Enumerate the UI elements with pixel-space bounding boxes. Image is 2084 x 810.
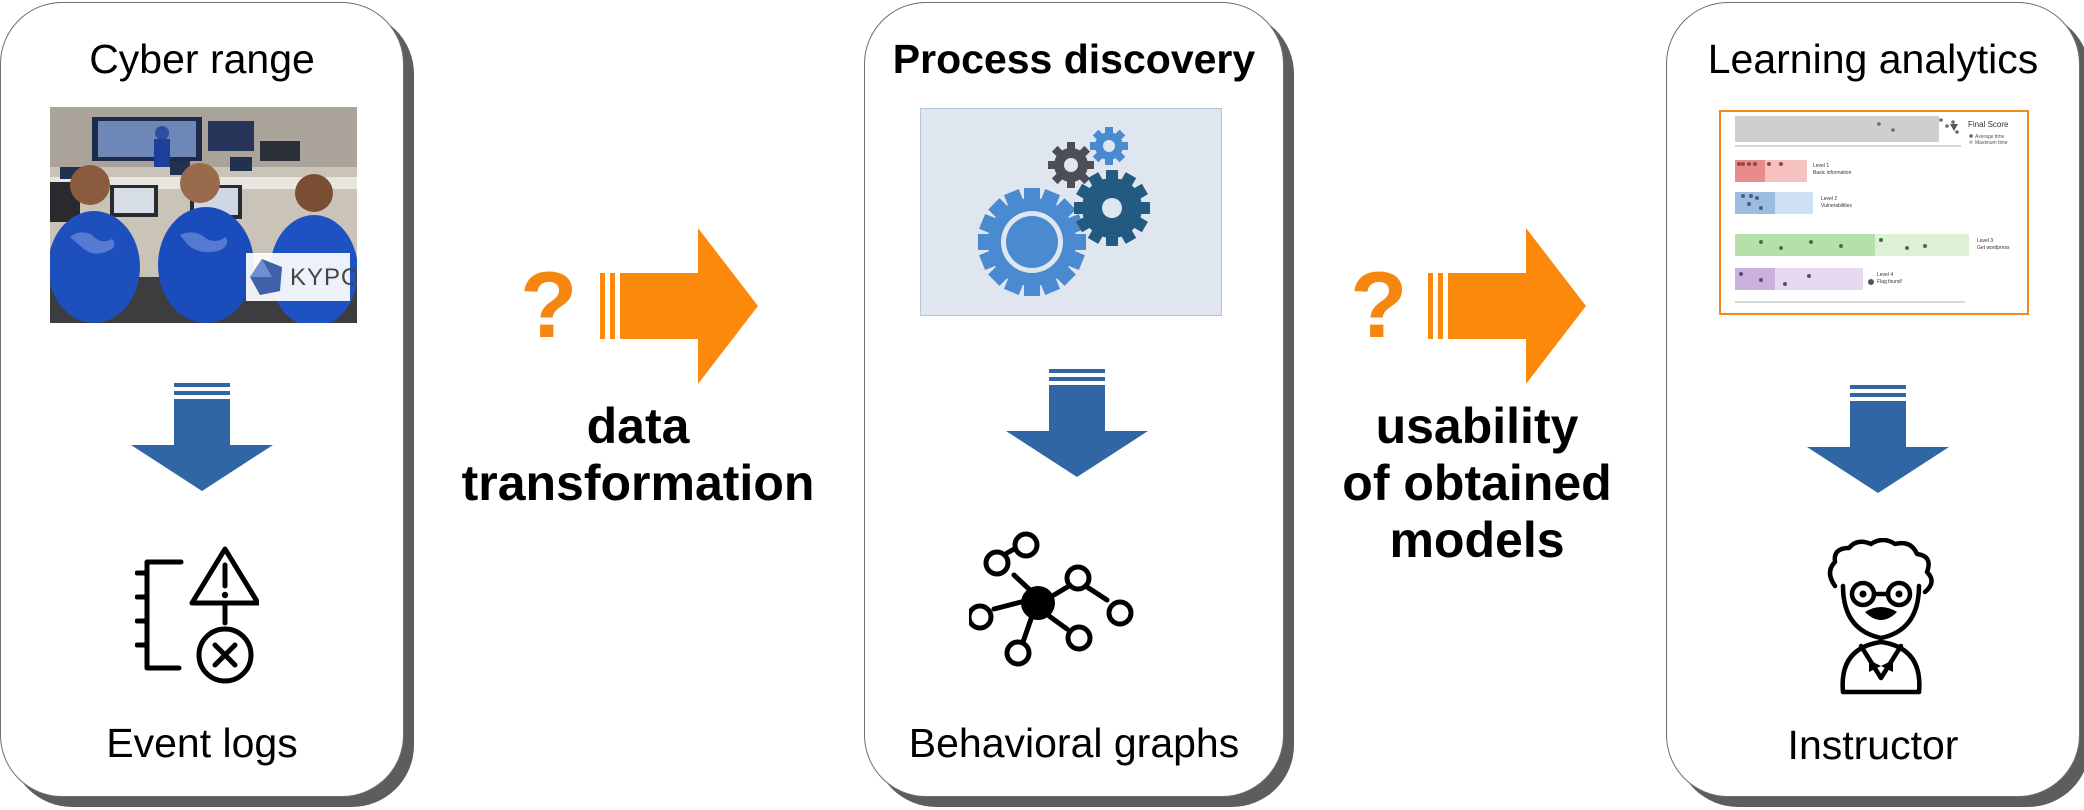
- legend-maximum-time: Maximum time: [1975, 140, 2008, 146]
- right-arrow-icon-2: [1428, 228, 1586, 384]
- learning-analytics-panel: Learning analytics Final Score Average t…: [1666, 2, 2080, 797]
- level-1-name: Level 1: [1813, 163, 1829, 169]
- usability-line-2: of obtained: [1342, 455, 1612, 511]
- network-graph-icon: [969, 531, 1134, 667]
- cyber-range-panel: Cyber range: [0, 2, 404, 797]
- usability-label: usability of obtained models: [1300, 398, 1654, 569]
- data-transformation-line-1: data: [586, 398, 690, 454]
- level-4-subtitle: Flag found!: [1877, 279, 1902, 285]
- level-3-name: Level 3: [1977, 238, 1993, 244]
- usability-line-1: usability: [1375, 398, 1579, 454]
- right-arrow-icon-1: [600, 228, 758, 384]
- data-transformation-line-2: transformation: [461, 455, 815, 511]
- cyber-range-title: Cyber range: [89, 36, 315, 82]
- professor-icon: [1827, 538, 1934, 695]
- behavioral-graphs-label: Behavioral graphs: [908, 720, 1240, 766]
- usability-line-3: models: [1389, 512, 1565, 568]
- process-discovery-title: Process discovery: [892, 36, 1256, 82]
- level-3-subtitle: Get wordpress: [1977, 245, 2010, 251]
- down-arrow-icon: [1006, 369, 1148, 477]
- question-mark-2: ?: [1350, 252, 1408, 357]
- large-gear-icon: [978, 188, 1086, 296]
- kypo-badge-text: KYPO: [290, 264, 357, 291]
- level-1-subtitle: Basic information: [1813, 170, 1852, 176]
- level-2-subtitle: Vulnerabilities: [1821, 203, 1852, 209]
- small-grey-gear-icon: [1048, 142, 1094, 188]
- level-4-name: Level 4: [1877, 272, 1893, 278]
- small-blue-gear-icon: [1090, 127, 1128, 165]
- timeline-chart: Final Score Average time Maximum time Le…: [1735, 116, 2010, 303]
- gears-icon: [920, 108, 1222, 316]
- event-logs-label: Event logs: [106, 720, 298, 766]
- final-score-title: Final Score: [1968, 120, 2009, 129]
- dark-gear-icon: [1074, 170, 1150, 246]
- question-mark-1: ?: [520, 252, 578, 357]
- legend-average-time: Average time: [1975, 134, 2005, 140]
- down-arrow-icon: [1807, 385, 1949, 493]
- learning-analytics-chart: Final Score Average time Maximum time Le…: [1719, 110, 2029, 315]
- level-2-name: Level 2: [1821, 196, 1837, 202]
- instructor-label: Instructor: [1787, 722, 1959, 768]
- classroom-photo-image: KYPO: [50, 107, 357, 323]
- data-transformation-label: data transformation: [440, 398, 836, 512]
- cyber-range-photo: KYPO: [50, 107, 357, 323]
- learning-analytics-title: Learning analytics: [1707, 36, 2039, 82]
- event-log-warning-icon: [135, 546, 259, 684]
- down-arrow-icon: [131, 383, 273, 491]
- process-discovery-panel: Process discovery: [864, 2, 1284, 797]
